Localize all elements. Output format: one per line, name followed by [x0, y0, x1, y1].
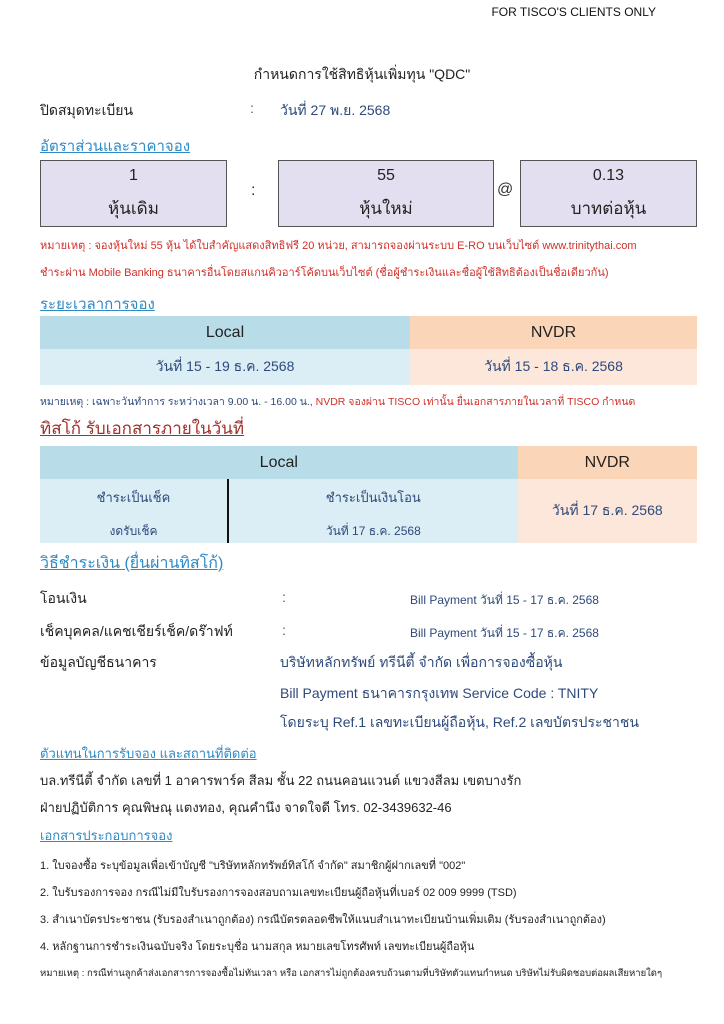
deadline-local-transfer: ชำระเป็นเงินโอน วันที่ 17 ธ.ค. 2568	[228, 479, 518, 543]
ratio-box-price: 0.13 บาทต่อหุ้น	[520, 160, 697, 227]
book-closing-colon: :	[250, 100, 254, 116]
payment-transfer-value: Bill Payment วันที่ 15 - 17 ธ.ค. 2568	[410, 593, 599, 607]
ratio-box-old-shares: 1 หุ้นเดิม	[40, 160, 227, 227]
documents-note: หมายเหตุ : กรณีท่านลูกค้าส่งเอกสารการจอง…	[40, 968, 663, 979]
period-header-nvdr: NVDR	[410, 316, 697, 349]
bank-account-label: ข้อมูลบัญชีธนาคาร	[40, 654, 157, 670]
period-local-value: วันที่ 15 - 19 ธ.ค. 2568	[40, 349, 410, 385]
book-closing-date: วันที่ 27 พ.ย. 2568	[280, 102, 391, 118]
agent-contact: ฝ่ายปฏิบัติการ คุณพิษณุ แตงทอง, คุณคำนึง…	[40, 800, 452, 815]
ratio-box-new-shares: 55 หุ้นใหม่	[278, 160, 494, 227]
period-nvdr-value: วันที่ 15 - 18 ธ.ค. 2568	[410, 349, 697, 385]
payment-heading: วิธีชำระเงิน (ยื่นผ่านทิสโก้)	[40, 555, 224, 572]
document-item-2: 2. ใบรับรองการจอง กรณีไม่มีใบรับรองการจอ…	[40, 887, 517, 899]
documents-heading: เอกสารประกอบการจอง	[40, 828, 173, 843]
ratio-note-2: ชำระผ่าน Mobile Banking ธนาคารอื่นโดยสแก…	[40, 267, 609, 279]
old-shares-label: หุ้นเดิม	[108, 199, 159, 218]
period-note-hours: หมายเหตุ : เฉพาะวันทำการ ระหว่างเวลา 9.0…	[40, 396, 316, 408]
page-title: กำหนดการใช้สิทธิหุ้นเพิ่มทุน "QDC"	[253, 66, 471, 82]
cheque-title: ชำระเป็นเช็ค	[96, 490, 171, 505]
subscription-period-heading: ระยะเวลาการจอง	[40, 296, 155, 313]
payment-transfer-label: โอนเงิน	[40, 590, 87, 606]
period-note-nvdr: NVDR จองผ่าน TISCO เท่านั้น ยื่นเอกสารภา…	[315, 396, 636, 408]
ratio-note-1: หมายเหตุ : จองหุ้นใหม่ 55 หุ้น ได้ใบสำคั…	[40, 240, 637, 252]
price-label: บาทต่อหุ้น	[570, 199, 647, 218]
payment-cheque-label: เช็คบุคคล/แคชเชียร์เช็ค/ดร๊าฟท์	[40, 623, 233, 639]
agent-address: บล.ทรีนีตี้ จำกัด เลขที่ 1 อาคารพาร์ค สี…	[40, 773, 522, 788]
ratio-heading: อัตราส่วนและราคาจอง	[40, 138, 191, 155]
payment-cheque-colon: :	[282, 622, 286, 638]
agent-heading: ตัวแทนในการรับจอง และสถานที่ติดต่อ	[40, 746, 257, 761]
clients-only-label: FOR TISCO'S CLIENTS ONLY	[491, 5, 656, 19]
deadline-header-local: Local	[40, 446, 518, 479]
bank-line-1: บริษัทหลักทรัพย์ ทรีนีตี้ จำกัด เพื่อการ…	[280, 654, 563, 670]
ratio-at-sign: @	[497, 181, 514, 198]
deadline-header-nvdr: NVDR	[517, 446, 697, 479]
period-note: หมายเหตุ : เฉพาะวันทำการ ระหว่างเวลา 9.0…	[40, 392, 635, 410]
transfer-title: ชำระเป็นเงินโอน	[325, 490, 421, 505]
new-shares-number: 55	[377, 167, 395, 184]
book-closing-label: ปิดสมุดทะเบียน	[40, 102, 134, 118]
deadline-local-cheque: ชำระเป็นเช็ค งดรับเช็ค	[40, 479, 229, 543]
document-item-1: 1. ใบจองซื้อ ระบุข้อมูลเพื่อเข้าบัญชี "บ…	[40, 860, 466, 872]
bank-line-2: Bill Payment ธนาคารกรุงเทพ Service Code …	[280, 685, 599, 701]
document-item-4: 4. หลักฐานการชำระเงินฉบับจริง โดยระบุชื่…	[40, 941, 475, 953]
old-shares-number: 1	[129, 167, 138, 184]
new-shares-label: หุ้นใหม่	[359, 199, 413, 218]
cheque-value: งดรับเช็ค	[109, 524, 158, 538]
price-number: 0.13	[592, 167, 625, 184]
period-header-local: Local	[40, 316, 410, 349]
payment-transfer-colon: :	[282, 589, 286, 605]
document-deadline-heading: ทิสโก้ รับเอกสารภายในวันที่	[40, 419, 245, 438]
transfer-value: วันที่ 17 ธ.ค. 2568	[325, 524, 421, 538]
bank-line-3: โดยระบุ Ref.1 เลขทะเบียนผู้ถือหุ้น, Ref.…	[280, 714, 639, 730]
document-item-3: 3. สำเนาบัตรประชาชน (รับรองสำเนาถูกต้อง)…	[40, 914, 606, 926]
deadline-nvdr-value: วันที่ 17 ธ.ค. 2568	[517, 479, 697, 543]
subscription-period-table: Local NVDR วันที่ 15 - 19 ธ.ค. 2568 วันท…	[40, 316, 697, 385]
ratio-colon: :	[251, 182, 256, 199]
payment-cheque-value: Bill Payment วันที่ 15 - 17 ธ.ค. 2568	[410, 626, 599, 640]
document-deadline-table: Local NVDR ชำระเป็นเช็ค งดรับเช็ค ชำระเป…	[40, 446, 697, 543]
